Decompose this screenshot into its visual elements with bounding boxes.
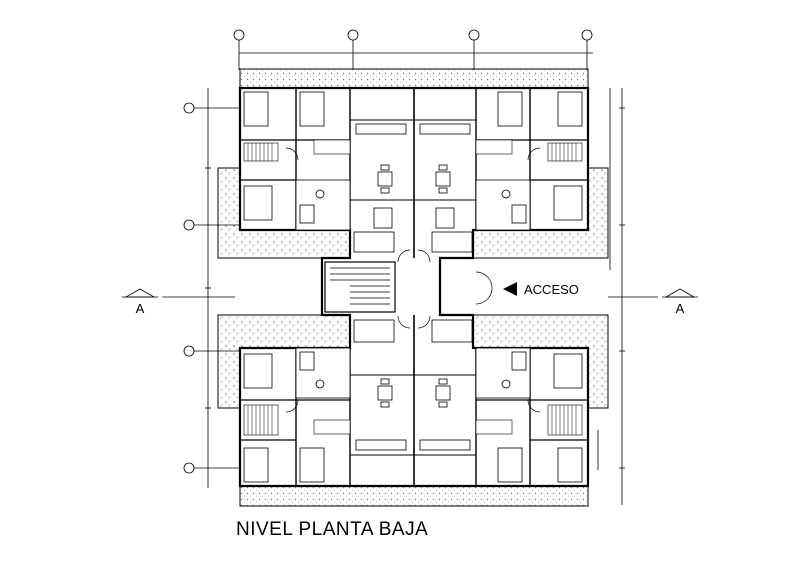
dimension-lines-right (597, 88, 625, 505)
section-marker-right (608, 288, 698, 298)
door-swings (285, 147, 541, 413)
closets (243, 139, 583, 436)
closet-lines (247, 143, 577, 435)
kitchens-and-sofas (353, 123, 473, 451)
axis-bubbles-top (233, 29, 593, 70)
bathrooms (295, 179, 531, 399)
plan-title: NIVEL PLANTA BAJA (236, 519, 429, 540)
section-label-left: A (136, 301, 145, 316)
section-label-right: A (676, 301, 685, 316)
dining-sets (377, 164, 451, 408)
access-arrow-icon (503, 282, 517, 296)
section-marker-left (122, 288, 235, 298)
axis-bubbles-left (183, 88, 240, 488)
access-label: ACCESO (524, 282, 579, 297)
staircase (330, 267, 390, 305)
beds (243, 91, 583, 483)
